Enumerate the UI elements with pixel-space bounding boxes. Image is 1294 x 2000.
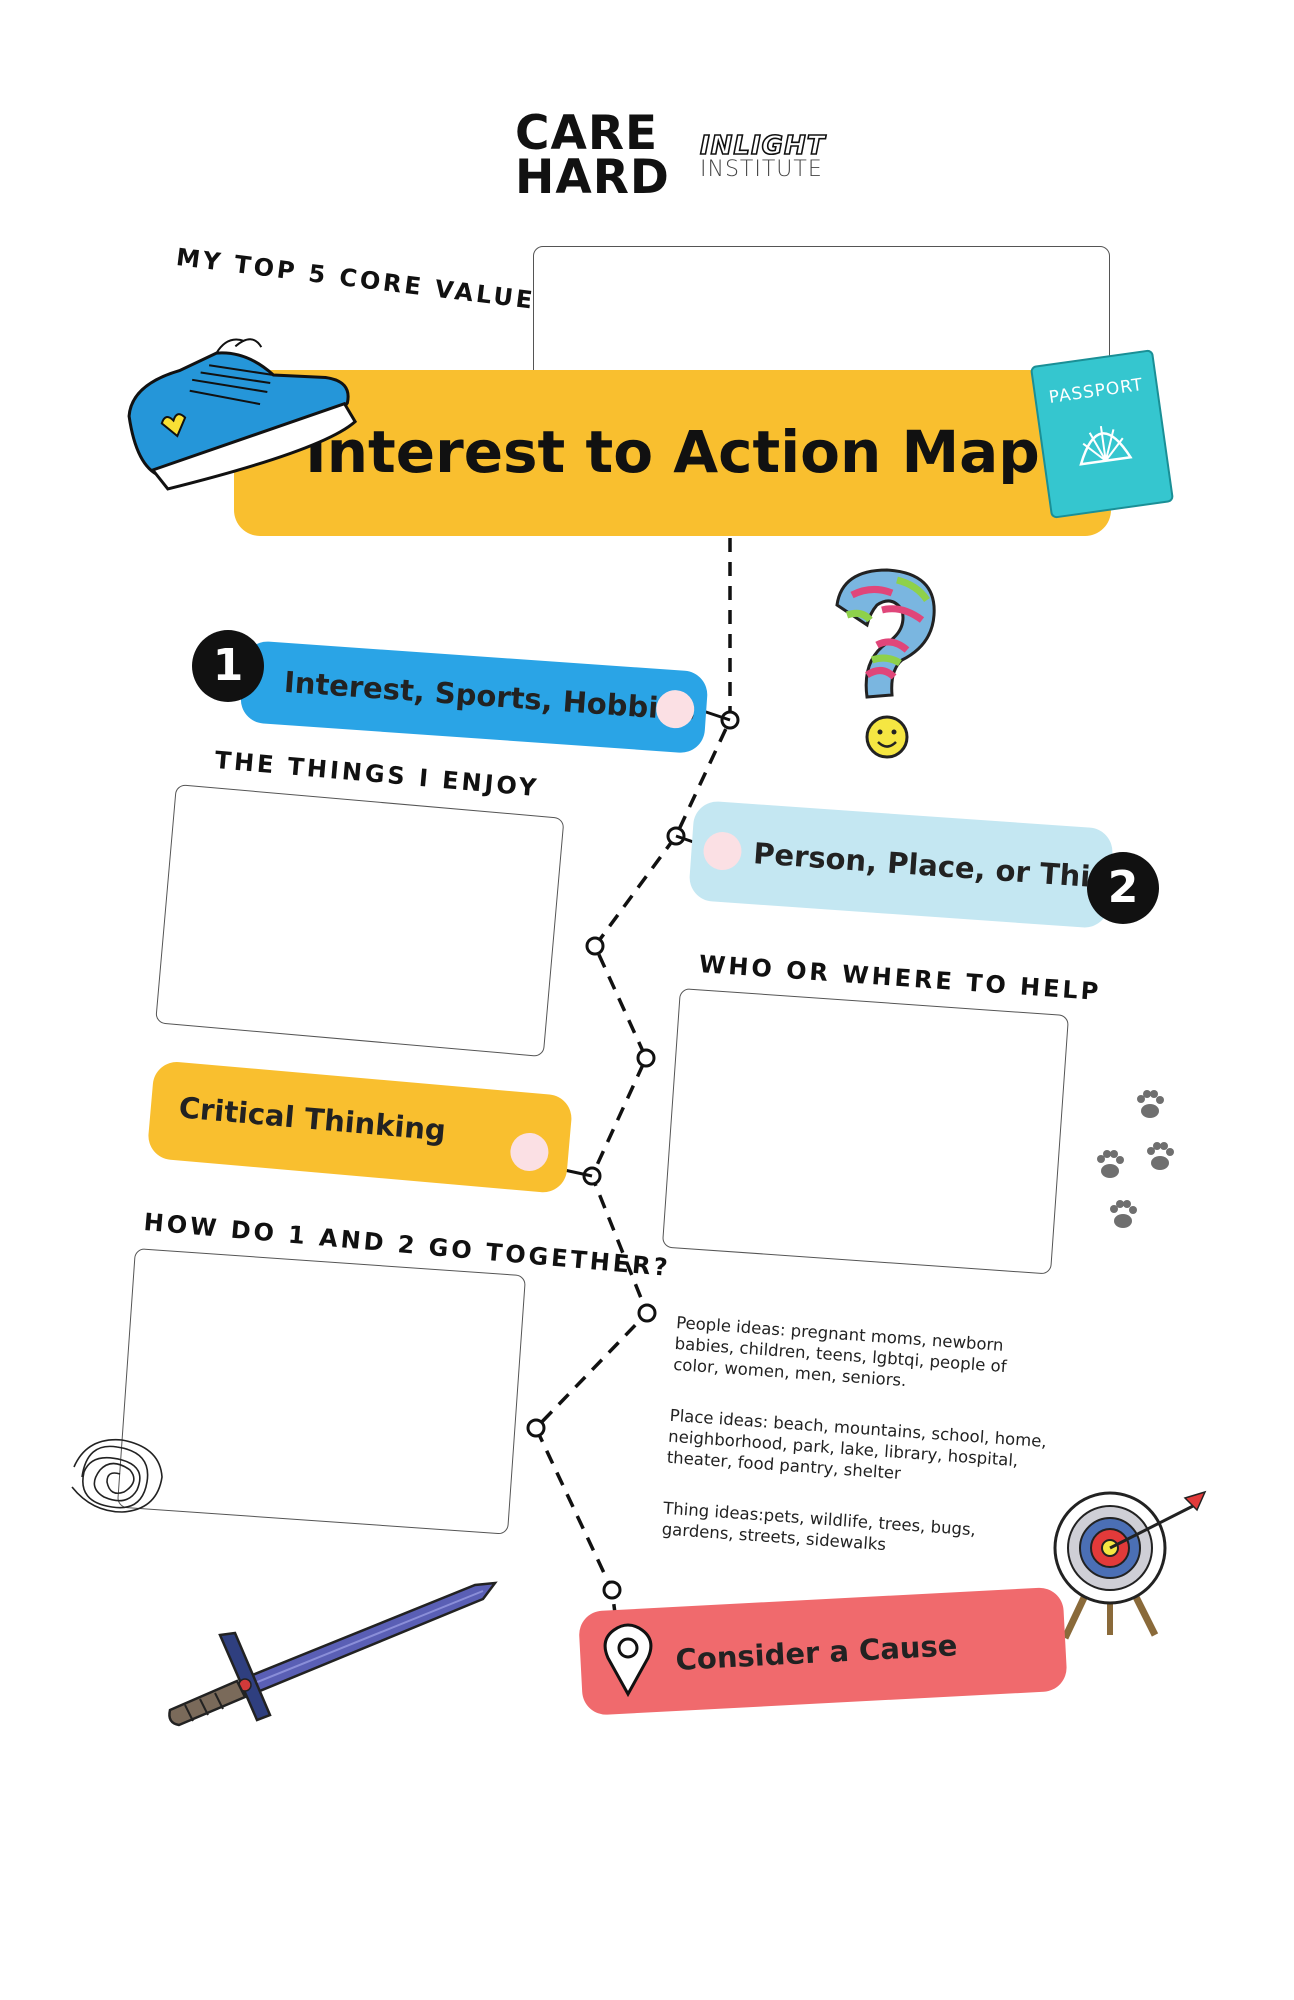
cause-label: Consider a Cause	[674, 1628, 959, 1677]
logo-care-text: CARE	[515, 106, 659, 161]
step2-number: 2	[1087, 852, 1159, 924]
logo-institute-text: INSTITUTE	[700, 157, 823, 182]
place-ideas: Place ideas: beach, mountains, school, h…	[666, 1405, 1048, 1483]
help-box[interactable]	[661, 988, 1070, 1275]
location-pin-icon	[603, 1623, 653, 1698]
step1-number: 1	[192, 630, 264, 702]
ideas-text: People ideas: pregnant moms, newborn bab…	[659, 1312, 1056, 1596]
critical-dot	[508, 1131, 550, 1173]
thing-ideas: Thing ideas:pets, wildlife, trees, bugs,…	[661, 1498, 977, 1555]
path-node	[602, 1580, 622, 1600]
target-icon	[1053, 1490, 1207, 1640]
critical-label: Critical Thinking	[177, 1090, 448, 1148]
inlight-institute-logo: INLIGHT INSTITUTE	[699, 131, 840, 182]
shell-icon	[1079, 425, 1133, 466]
paw-print-icon	[1137, 1090, 1164, 1118]
question-mark-icon	[835, 568, 936, 759]
paw-print-icon	[1097, 1150, 1124, 1178]
together-box[interactable]	[116, 1248, 527, 1535]
passport-icon: PASSPORT	[1029, 349, 1175, 519]
step2-label: Person, Place, or Thing	[752, 836, 1133, 897]
path-node	[526, 1418, 546, 1438]
sneaker-icon	[127, 338, 358, 491]
title-banner	[234, 370, 1111, 536]
path-node	[585, 936, 605, 956]
page-title: Interest to Action Map	[305, 418, 1040, 486]
step1-label: Interest, Sports, Hobbies	[282, 664, 697, 728]
logo-inlight-text: INLIGHT	[699, 131, 826, 161]
step2-dot	[702, 830, 743, 872]
enjoy-box[interactable]	[155, 784, 565, 1058]
paw-print-icon	[1147, 1142, 1174, 1170]
care-hard-logo: CARE HARD	[515, 106, 675, 205]
path-node	[636, 1048, 656, 1068]
path-node	[637, 1303, 657, 1323]
paw-prints	[1097, 1090, 1174, 1228]
sword-icon	[168, 1581, 498, 1727]
logo-hard-text: HARD	[515, 150, 670, 205]
smiley-icon	[865, 715, 909, 759]
paw-print-icon	[1110, 1200, 1137, 1228]
scribble-icon	[71, 1438, 163, 1513]
